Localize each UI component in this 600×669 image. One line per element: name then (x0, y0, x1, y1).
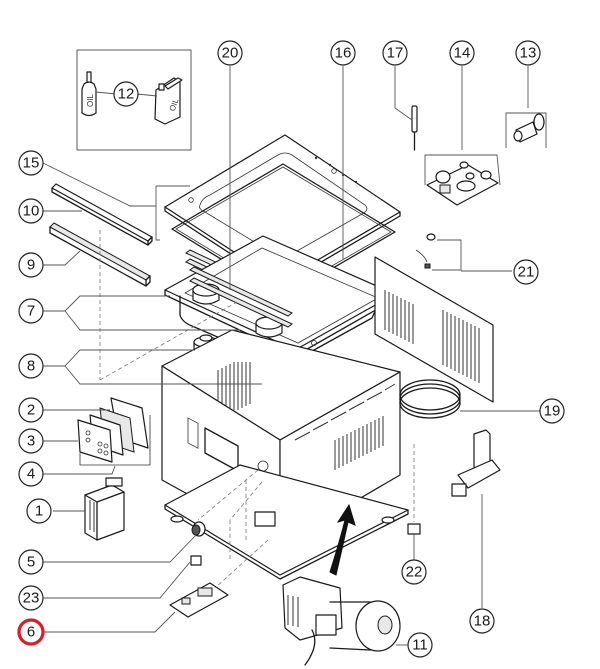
callout-6[interactable]: 6 (17, 618, 45, 646)
callout-16[interactable]: 16 (330, 40, 356, 66)
callout-label-21: 21 (518, 264, 535, 281)
callout-9[interactable]: 9 (18, 252, 44, 278)
callout-7[interactable]: 7 (18, 298, 44, 324)
callout-5[interactable]: 5 (18, 549, 44, 575)
transformer-part (84, 477, 125, 541)
base-plate-part (164, 464, 409, 580)
callout-label-19: 19 (544, 403, 561, 420)
microswitch-part (407, 523, 421, 535)
callout-23[interactable]: 23 (18, 585, 44, 611)
callout-3[interactable]: 3 (18, 428, 44, 454)
callout-label-17: 17 (387, 45, 404, 62)
power-switch-part (190, 555, 202, 566)
caster-wheel-part (191, 521, 206, 537)
chamber-tray-part (164, 235, 396, 367)
callout-label-10: 10 (23, 203, 40, 220)
callout-label-18: 18 (474, 613, 491, 630)
callout-21[interactable]: 21 (513, 259, 539, 285)
sealing-bar-part (51, 183, 153, 246)
control-panel-bracket (79, 415, 151, 466)
oil-canister-label: OIL (168, 97, 181, 113)
vacuum-pump-part (282, 576, 401, 666)
circuit-board-part (169, 582, 229, 618)
callout-10[interactable]: 10 (18, 198, 44, 224)
callout-22[interactable]: 22 (401, 559, 427, 585)
callout-label-3: 3 (27, 433, 35, 450)
assembly-arrow-icon (329, 503, 356, 576)
oil-bottle-label: OIL (86, 94, 95, 107)
callout-label-20: 20 (222, 45, 239, 62)
side-vent-grille (294, 383, 396, 470)
callout-label-8: 8 (27, 358, 35, 375)
callout-label-9: 9 (27, 257, 35, 274)
callout-12[interactable]: 12 (113, 81, 139, 107)
oil-bottle-icon: OIL (81, 71, 97, 117)
callout-14[interactable]: 14 (449, 40, 475, 66)
sensor-cable-part (415, 233, 436, 269)
callout-13[interactable]: 13 (515, 40, 541, 66)
callout-label-4: 4 (27, 466, 35, 483)
callout-label-7: 7 (27, 303, 35, 320)
hose-part (399, 379, 461, 419)
oil-kit-frame (76, 49, 192, 151)
leader-12b (136, 93, 158, 97)
callout-label-23: 23 (23, 590, 40, 607)
callout-label-13: 13 (520, 45, 537, 62)
callout-20[interactable]: 20 (217, 40, 243, 66)
back-panel-part (374, 256, 494, 403)
callout-label-2: 2 (27, 402, 35, 419)
callout-label-14: 14 (454, 45, 471, 62)
valve-kit-part (426, 161, 499, 206)
callout-label-16: 16 (335, 45, 352, 62)
callout-17[interactable]: 17 (382, 40, 408, 66)
callout-1[interactable]: 1 (26, 498, 52, 524)
callout-19[interactable]: 19 (539, 398, 565, 424)
callout-11[interactable]: 11 (407, 632, 433, 658)
callout-label-22: 22 (406, 564, 423, 581)
leader-lines (42, 66, 547, 646)
solenoid-valve-part (451, 429, 501, 497)
callout-label-1: 1 (35, 503, 43, 520)
callout-label-12: 12 (118, 86, 135, 103)
leader-12a (95, 91, 117, 95)
lid-buffer-part (513, 113, 545, 143)
gas-spring-part (411, 105, 418, 151)
callout-18[interactable]: 18 (469, 608, 495, 634)
callout-label-6: 6 (27, 624, 35, 641)
callout-4[interactable]: 4 (18, 461, 44, 487)
callout-label-11: 11 (412, 637, 428, 654)
assembly-guide-lines (99, 230, 415, 589)
callout-8[interactable]: 8 (18, 353, 44, 379)
oil-canister-icon: OIL (154, 77, 183, 125)
highlight-ring (17, 618, 45, 646)
control-panel-part (77, 397, 149, 463)
callout-2[interactable]: 2 (18, 397, 44, 423)
oil-kit-group: OIL OIL (76, 49, 192, 151)
callout-15[interactable]: 15 (18, 150, 44, 176)
callout-label-5: 5 (27, 554, 35, 571)
callout-label-15: 15 (23, 155, 40, 172)
